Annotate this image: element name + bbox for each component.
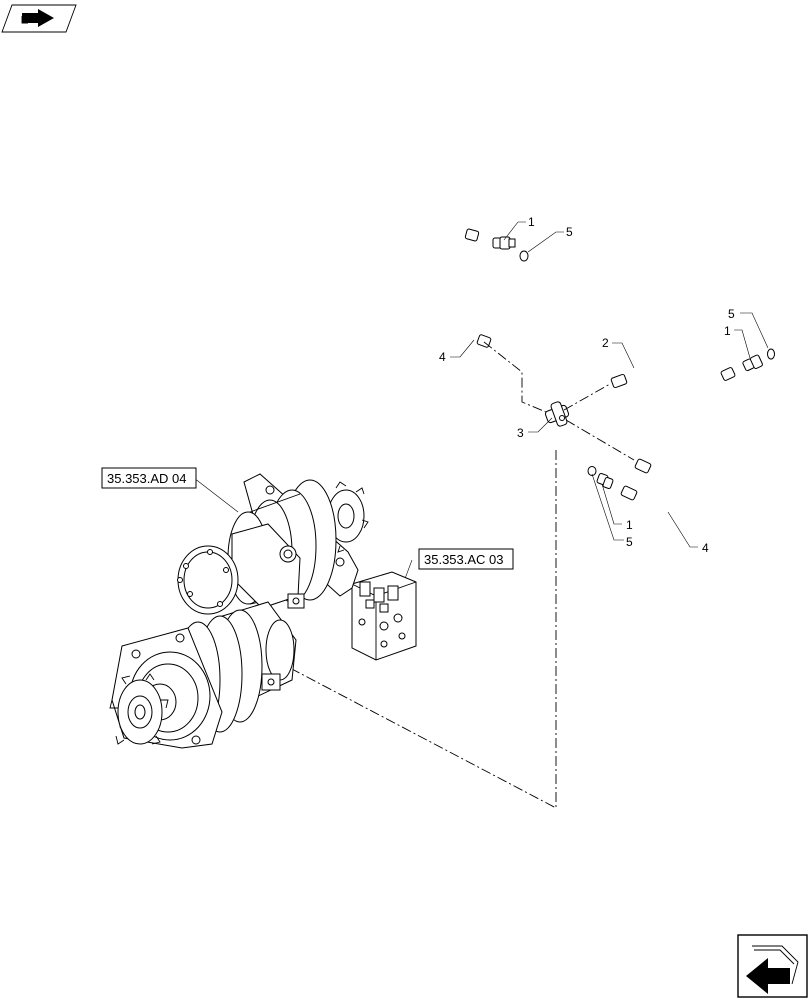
o-ring-lower bbox=[587, 466, 597, 476]
assembly-lines bbox=[289, 341, 635, 809]
fitting-top bbox=[492, 236, 516, 250]
tee-fitting bbox=[544, 401, 570, 427]
callout-4-upper: 4 bbox=[439, 350, 446, 364]
reference-box-valve[interactable]: 35.353.AC 03 bbox=[418, 548, 514, 570]
callout-4-lower: 4 bbox=[702, 541, 709, 555]
leader-lines bbox=[193, 221, 769, 593]
pipe-upper-left bbox=[426, 228, 492, 348]
callout-5-lower: 5 bbox=[626, 535, 633, 549]
reference-motor-label: 35.353.AD 04 bbox=[107, 471, 187, 486]
callout-1-right: 1 bbox=[724, 324, 731, 338]
drive-motor-rear bbox=[177, 473, 369, 615]
callout-2: 2 bbox=[602, 336, 609, 350]
o-ring-right bbox=[767, 348, 775, 360]
fitting-lower bbox=[596, 472, 614, 490]
o-ring-top bbox=[519, 250, 529, 262]
callout-5-top: 5 bbox=[566, 225, 573, 239]
next-page-arrow-icon[interactable] bbox=[1, 4, 77, 33]
previous-page-arrow-icon[interactable] bbox=[737, 934, 808, 998]
pipe-upper-right bbox=[610, 367, 736, 392]
fitting-right bbox=[742, 354, 763, 372]
reference-valve-label: 35.353.AC 03 bbox=[424, 552, 504, 567]
drive-motor-front bbox=[109, 601, 297, 749]
pipe-lower-right bbox=[620, 458, 686, 522]
reference-box-motor[interactable]: 35.353.AD 04 bbox=[101, 467, 197, 489]
callout-5-right: 5 bbox=[728, 307, 735, 321]
callout-numbers: 1 5 5 1 2 4 3 1 5 4 bbox=[439, 215, 735, 555]
callout-3: 3 bbox=[517, 426, 524, 440]
callout-1-top: 1 bbox=[528, 215, 535, 229]
callout-1-lower: 1 bbox=[626, 518, 633, 532]
valve-block bbox=[351, 571, 417, 661]
